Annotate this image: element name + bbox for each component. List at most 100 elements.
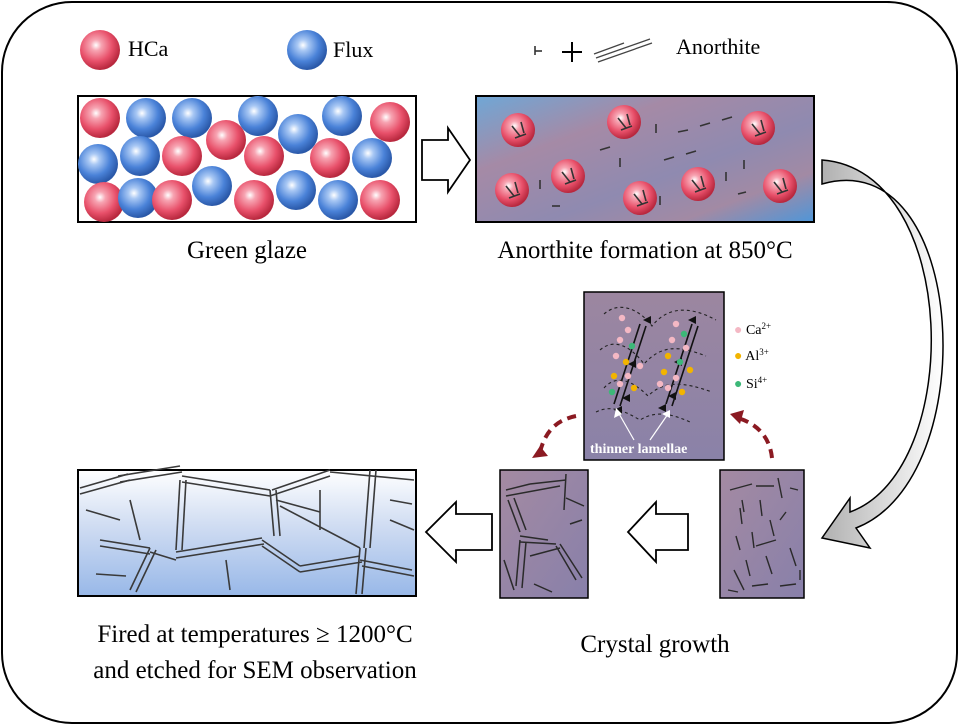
sem-lamella [261, 545, 301, 573]
anorthite-formation-panel [475, 95, 815, 223]
sem-lamella [99, 545, 151, 555]
short-lamella [727, 589, 739, 593]
sem-lamella [271, 469, 331, 491]
sem-lamella [363, 469, 371, 549]
anorthite-seed [685, 150, 697, 155]
ion-dot [616, 380, 624, 388]
hca-particle-icon [551, 159, 585, 193]
lamella [555, 545, 577, 581]
seed-line [642, 189, 647, 202]
sem-lamella [389, 519, 415, 531]
ion-dot [682, 344, 690, 352]
seed-line [700, 175, 705, 188]
flux-particle-icon [278, 114, 318, 154]
seed-line [754, 131, 767, 137]
lamella-line [671, 325, 699, 407]
ion-dot [686, 366, 694, 374]
sem-lamella [85, 509, 121, 521]
seed-line [514, 181, 519, 194]
ion-dot [624, 372, 632, 380]
annotation-arrow [617, 411, 635, 441]
ion-dot [622, 358, 630, 366]
short-lamella [733, 569, 745, 591]
ion-si-legend: ● Si4+ [734, 375, 768, 392]
sem-lamella [355, 547, 361, 595]
short-lamella [745, 559, 751, 577]
annotation-arrowhead-icon [614, 408, 622, 418]
hca-particle-icon [623, 181, 657, 215]
sem-lamella [275, 499, 321, 513]
diffusion-arrowhead-icon [622, 394, 630, 402]
lamella [569, 519, 583, 525]
hca-particle-icon [495, 173, 529, 207]
lamella [565, 497, 585, 507]
ion-dot [612, 352, 620, 360]
arrow-growth-icon [626, 499, 689, 565]
diffusion-arrowhead-icon [643, 316, 651, 324]
short-lamella [741, 499, 745, 513]
hca-particle-icon [360, 180, 400, 220]
seed-line [782, 177, 787, 190]
flux-legend-icon [287, 30, 327, 70]
diffusion-arrowhead-icon [668, 392, 676, 400]
diffusion-path [603, 306, 717, 327]
lamella [519, 535, 549, 541]
seed-line [620, 125, 633, 131]
hca-particle-icon [244, 136, 284, 176]
sem-lamella [119, 471, 183, 483]
hca-particle-icon [206, 120, 246, 160]
ion-dot [664, 384, 672, 392]
flux-particle-icon [276, 170, 316, 210]
ion-dot [672, 320, 680, 328]
arrow-to-sem-icon [424, 499, 493, 565]
sem-lamella [299, 561, 363, 573]
fired-label-line2: and etched for SEM observation [93, 657, 417, 684]
lamella [505, 483, 531, 491]
flux-particle-icon [238, 96, 278, 136]
seed-line [508, 193, 521, 199]
ion-dot [656, 380, 664, 388]
sem-lamella [269, 489, 275, 537]
sem-lamella [299, 555, 361, 567]
flux-particle-icon [322, 96, 362, 136]
late-growth-panel [499, 469, 589, 599]
ion-ca-legend: ● Ca2+ [734, 321, 772, 338]
seed-line [636, 201, 649, 207]
short-lamella [769, 519, 775, 537]
seed-line [520, 121, 525, 134]
short-lamella [779, 511, 787, 521]
dashed-arrow-right-head-icon [730, 410, 744, 424]
sem-lamella [329, 471, 415, 481]
short-lamella [735, 535, 741, 551]
short-lamella [779, 583, 797, 587]
lamella [559, 543, 583, 579]
dashed-arrow-left-head-icon [532, 446, 548, 458]
curved-arrow-icon [820, 159, 944, 550]
ion-al-legend: ● Al3+ [734, 347, 769, 364]
sem-lamella [175, 543, 265, 559]
hca-particle-icon [681, 167, 715, 201]
hca-particle-icon [607, 105, 641, 139]
green-glaze-label: Green glaze [186, 237, 308, 264]
hca-particle-icon [763, 169, 797, 203]
lamella [529, 547, 561, 557]
hca-particle-icon [370, 102, 410, 142]
hca-particle-icon [741, 111, 775, 145]
seed-line [633, 193, 643, 205]
fired-label-line1: Fired at temperatures ≥ 1200°C [97, 621, 413, 648]
short-lamella [739, 507, 743, 525]
anorthite-seed [721, 116, 733, 121]
sem-lamella [149, 551, 177, 561]
annotation-arrowhead-icon [662, 410, 670, 418]
short-lamella [789, 487, 799, 491]
sem-lamella [181, 475, 271, 491]
flux-particle-icon [118, 178, 158, 218]
lamella [515, 539, 521, 587]
seed-line [760, 119, 765, 132]
dashed-arrow-left-icon [538, 414, 577, 453]
short-lamella [765, 555, 773, 575]
seed-line [751, 123, 761, 135]
ion-dot [636, 362, 644, 370]
seed-line [694, 187, 707, 193]
flux-particle-icon [318, 180, 358, 220]
